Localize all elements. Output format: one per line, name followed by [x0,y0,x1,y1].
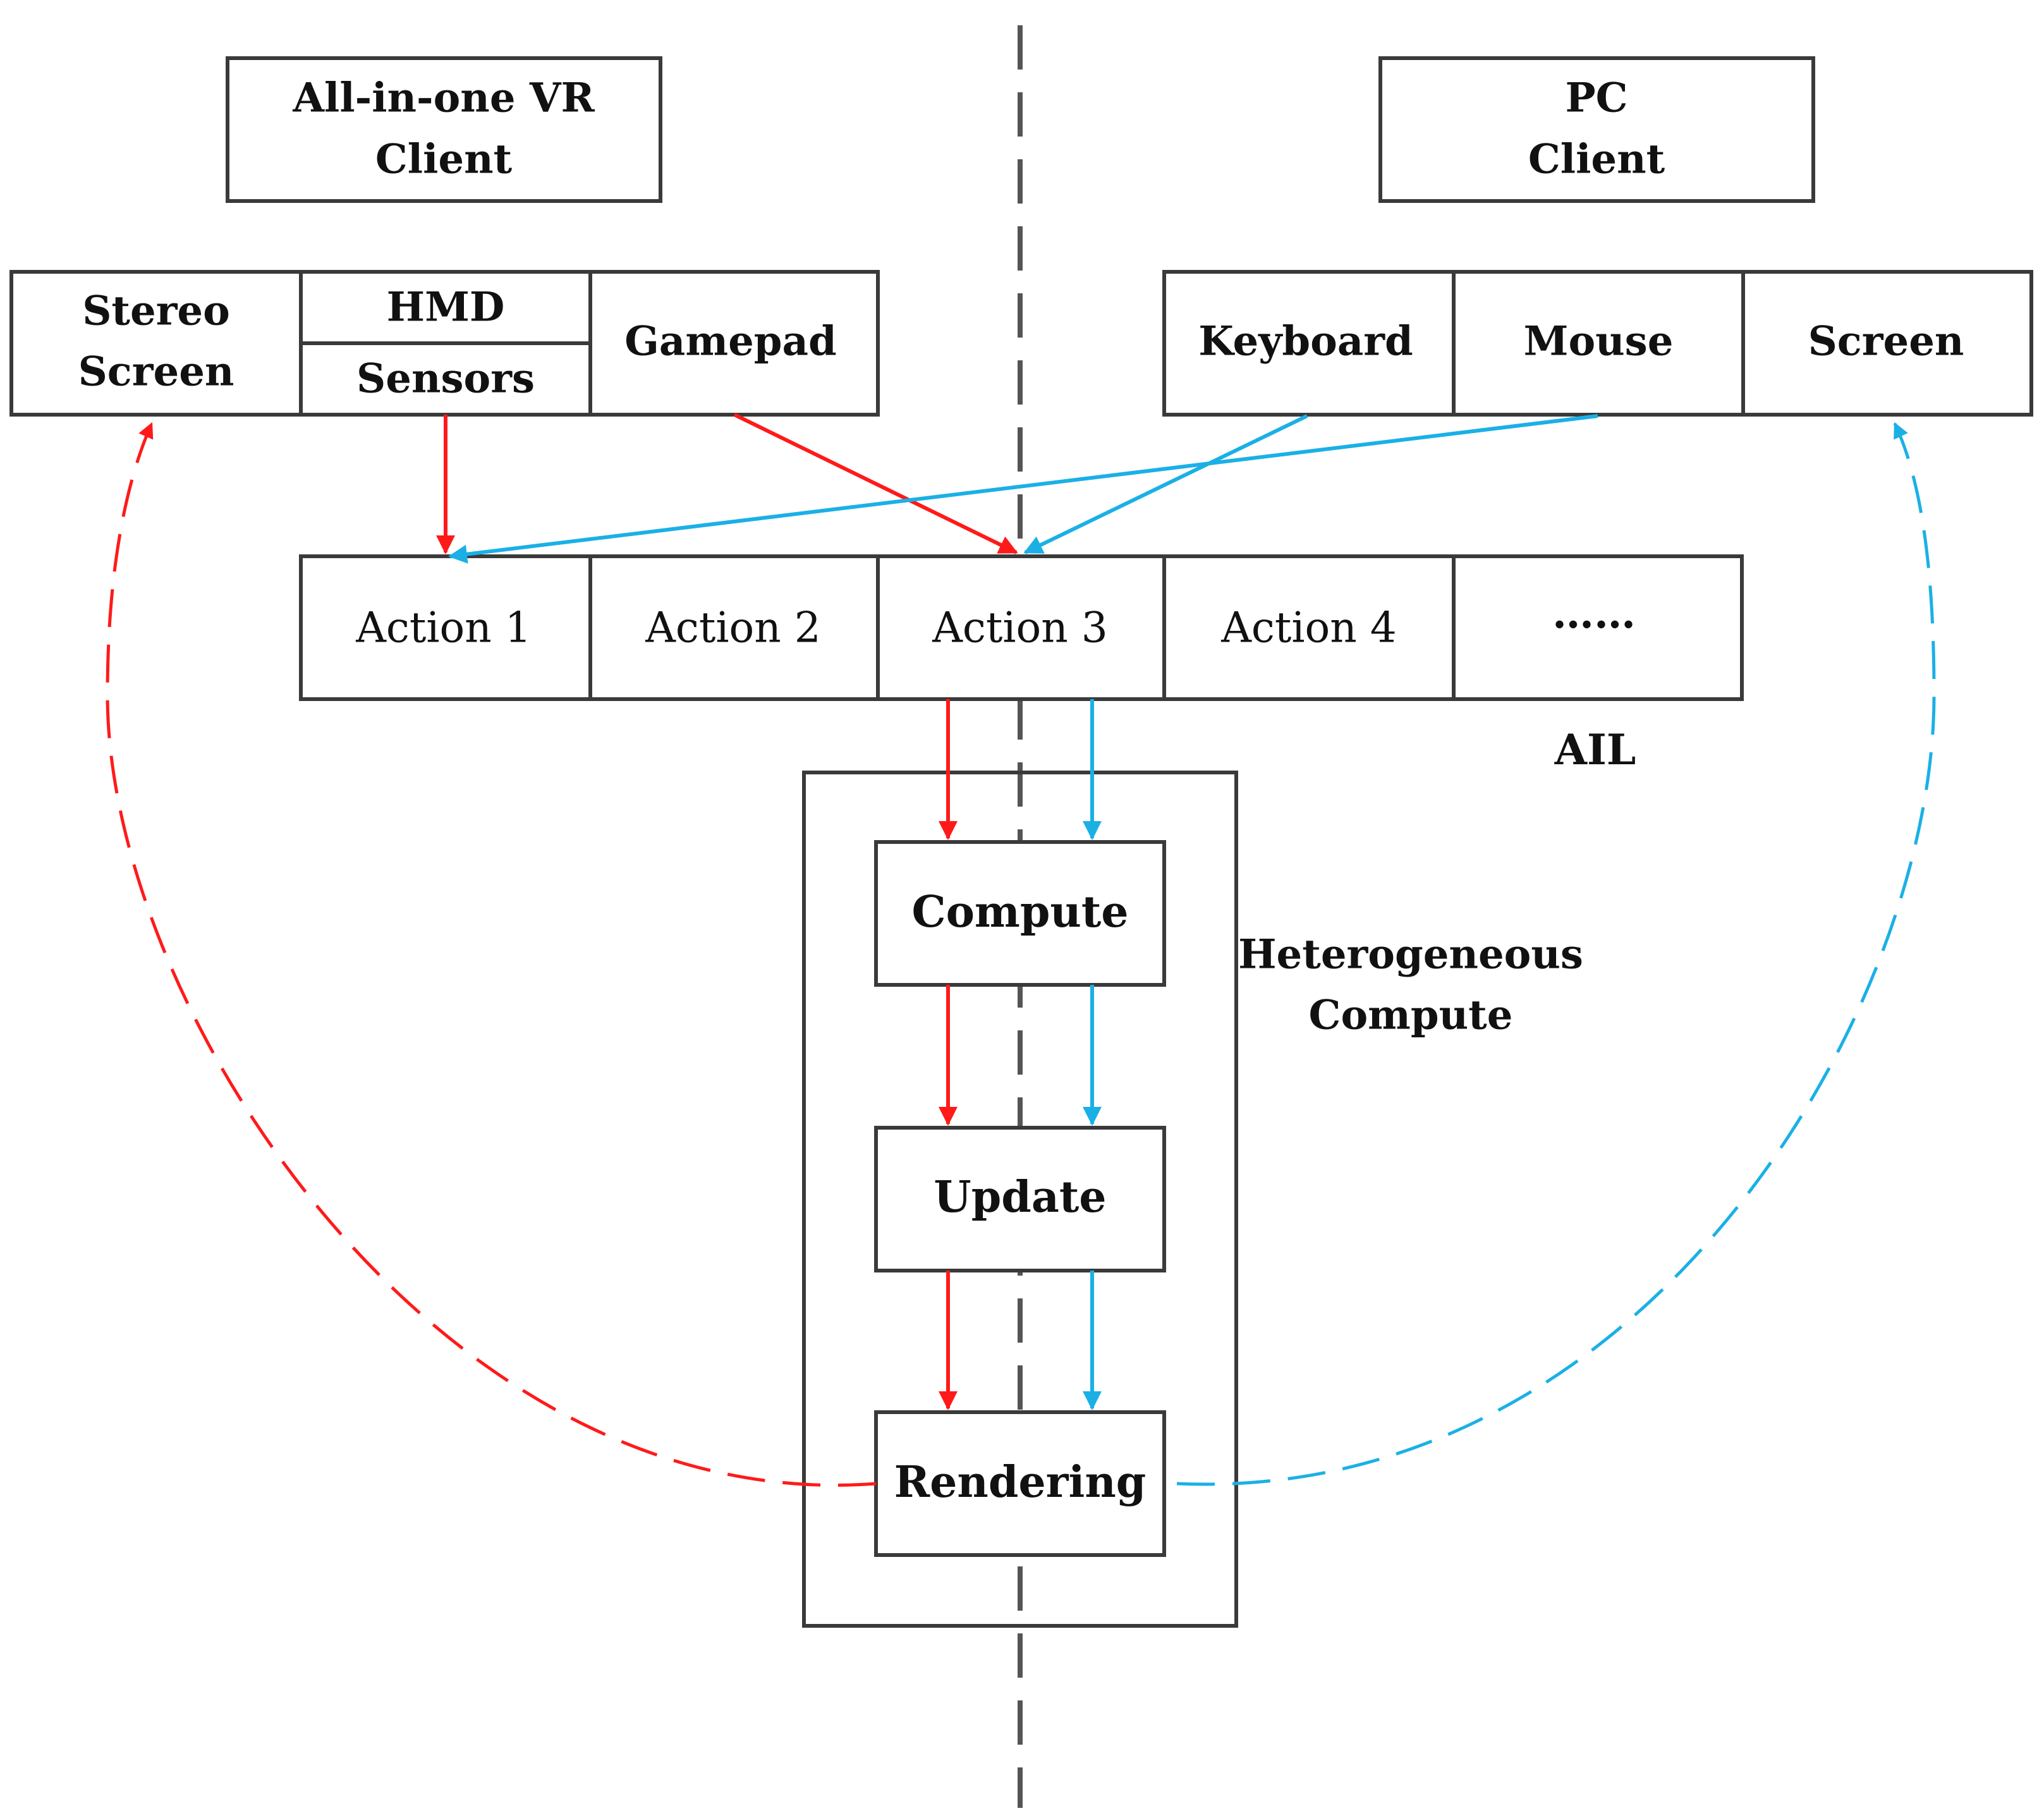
hmd-box [299,270,592,345]
hetero-compute-line2: Compute [1309,992,1513,1039]
rendering-box [874,1410,1166,1557]
action-4-label: Action 4 [1220,604,1396,652]
update-box [874,1126,1166,1272]
pc-client-title-line1: PC [1565,75,1627,122]
stereo-screen-line2: Screen [78,348,234,396]
sensors-label: Sensors [356,355,535,403]
vr-device-row: Stereo Screen HMD Sensors Gamepad [9,270,880,417]
action-more-box [1452,554,1744,701]
compute-box [874,840,1166,987]
stereo-screen-line1: Stereo [82,288,230,335]
gamepad-to-action3-arrow [733,413,1018,554]
rendering-to-stereo-screen-feedback [106,422,877,1487]
pc-client-title-line2: Client [1528,136,1665,183]
vr-client-title-line1: All-in-one VR [292,75,595,122]
action-3-label: Action 3 [932,604,1107,652]
mouse-label: Mouse [1524,318,1674,365]
keyboard-to-action3-arrow [1023,414,1308,554]
hmd-label: HMD [387,284,505,331]
pc-screen-label: Screen [1808,318,1964,365]
keyboard-box [1162,270,1456,417]
action-4-box [1162,554,1456,701]
pc-device-row: Keyboard Mouse Screen [1162,270,2033,417]
action-2-label: Action 2 [645,604,820,652]
compute-label: Compute [911,887,1128,937]
hetero-compute-line1: Heterogeneous [1238,931,1583,979]
action-more-label: …… [1552,589,1636,638]
mouse-to-action1-arrow [448,414,1598,564]
keyboard-label: Keyboard [1198,318,1413,365]
gamepad-label: Gamepad [624,318,837,365]
action-3-box [876,554,1166,701]
pc-screen-box [1741,270,2033,417]
gamepad-box [588,270,880,417]
update-label: Update [934,1172,1106,1223]
heterogeneous-compute-container [802,771,1238,1628]
action-1-label: Action 1 [355,604,531,652]
rendering-label: Rendering [894,1457,1147,1508]
mouse-box [1452,270,1745,417]
ail-label: AIL [1554,725,1636,774]
vr-client-box: All-in-one VR Client [226,56,662,203]
pc-client-box: PC Client [1378,56,1815,203]
action-row: Action 1 Action 2 Action 3 Action 4 …… [299,554,1744,701]
vr-client-title-line2: Client [375,136,513,183]
rendering-to-pc-screen-feedback [1176,422,1936,1486]
stereo-screen-box [9,270,303,417]
action-2-box [588,554,880,701]
